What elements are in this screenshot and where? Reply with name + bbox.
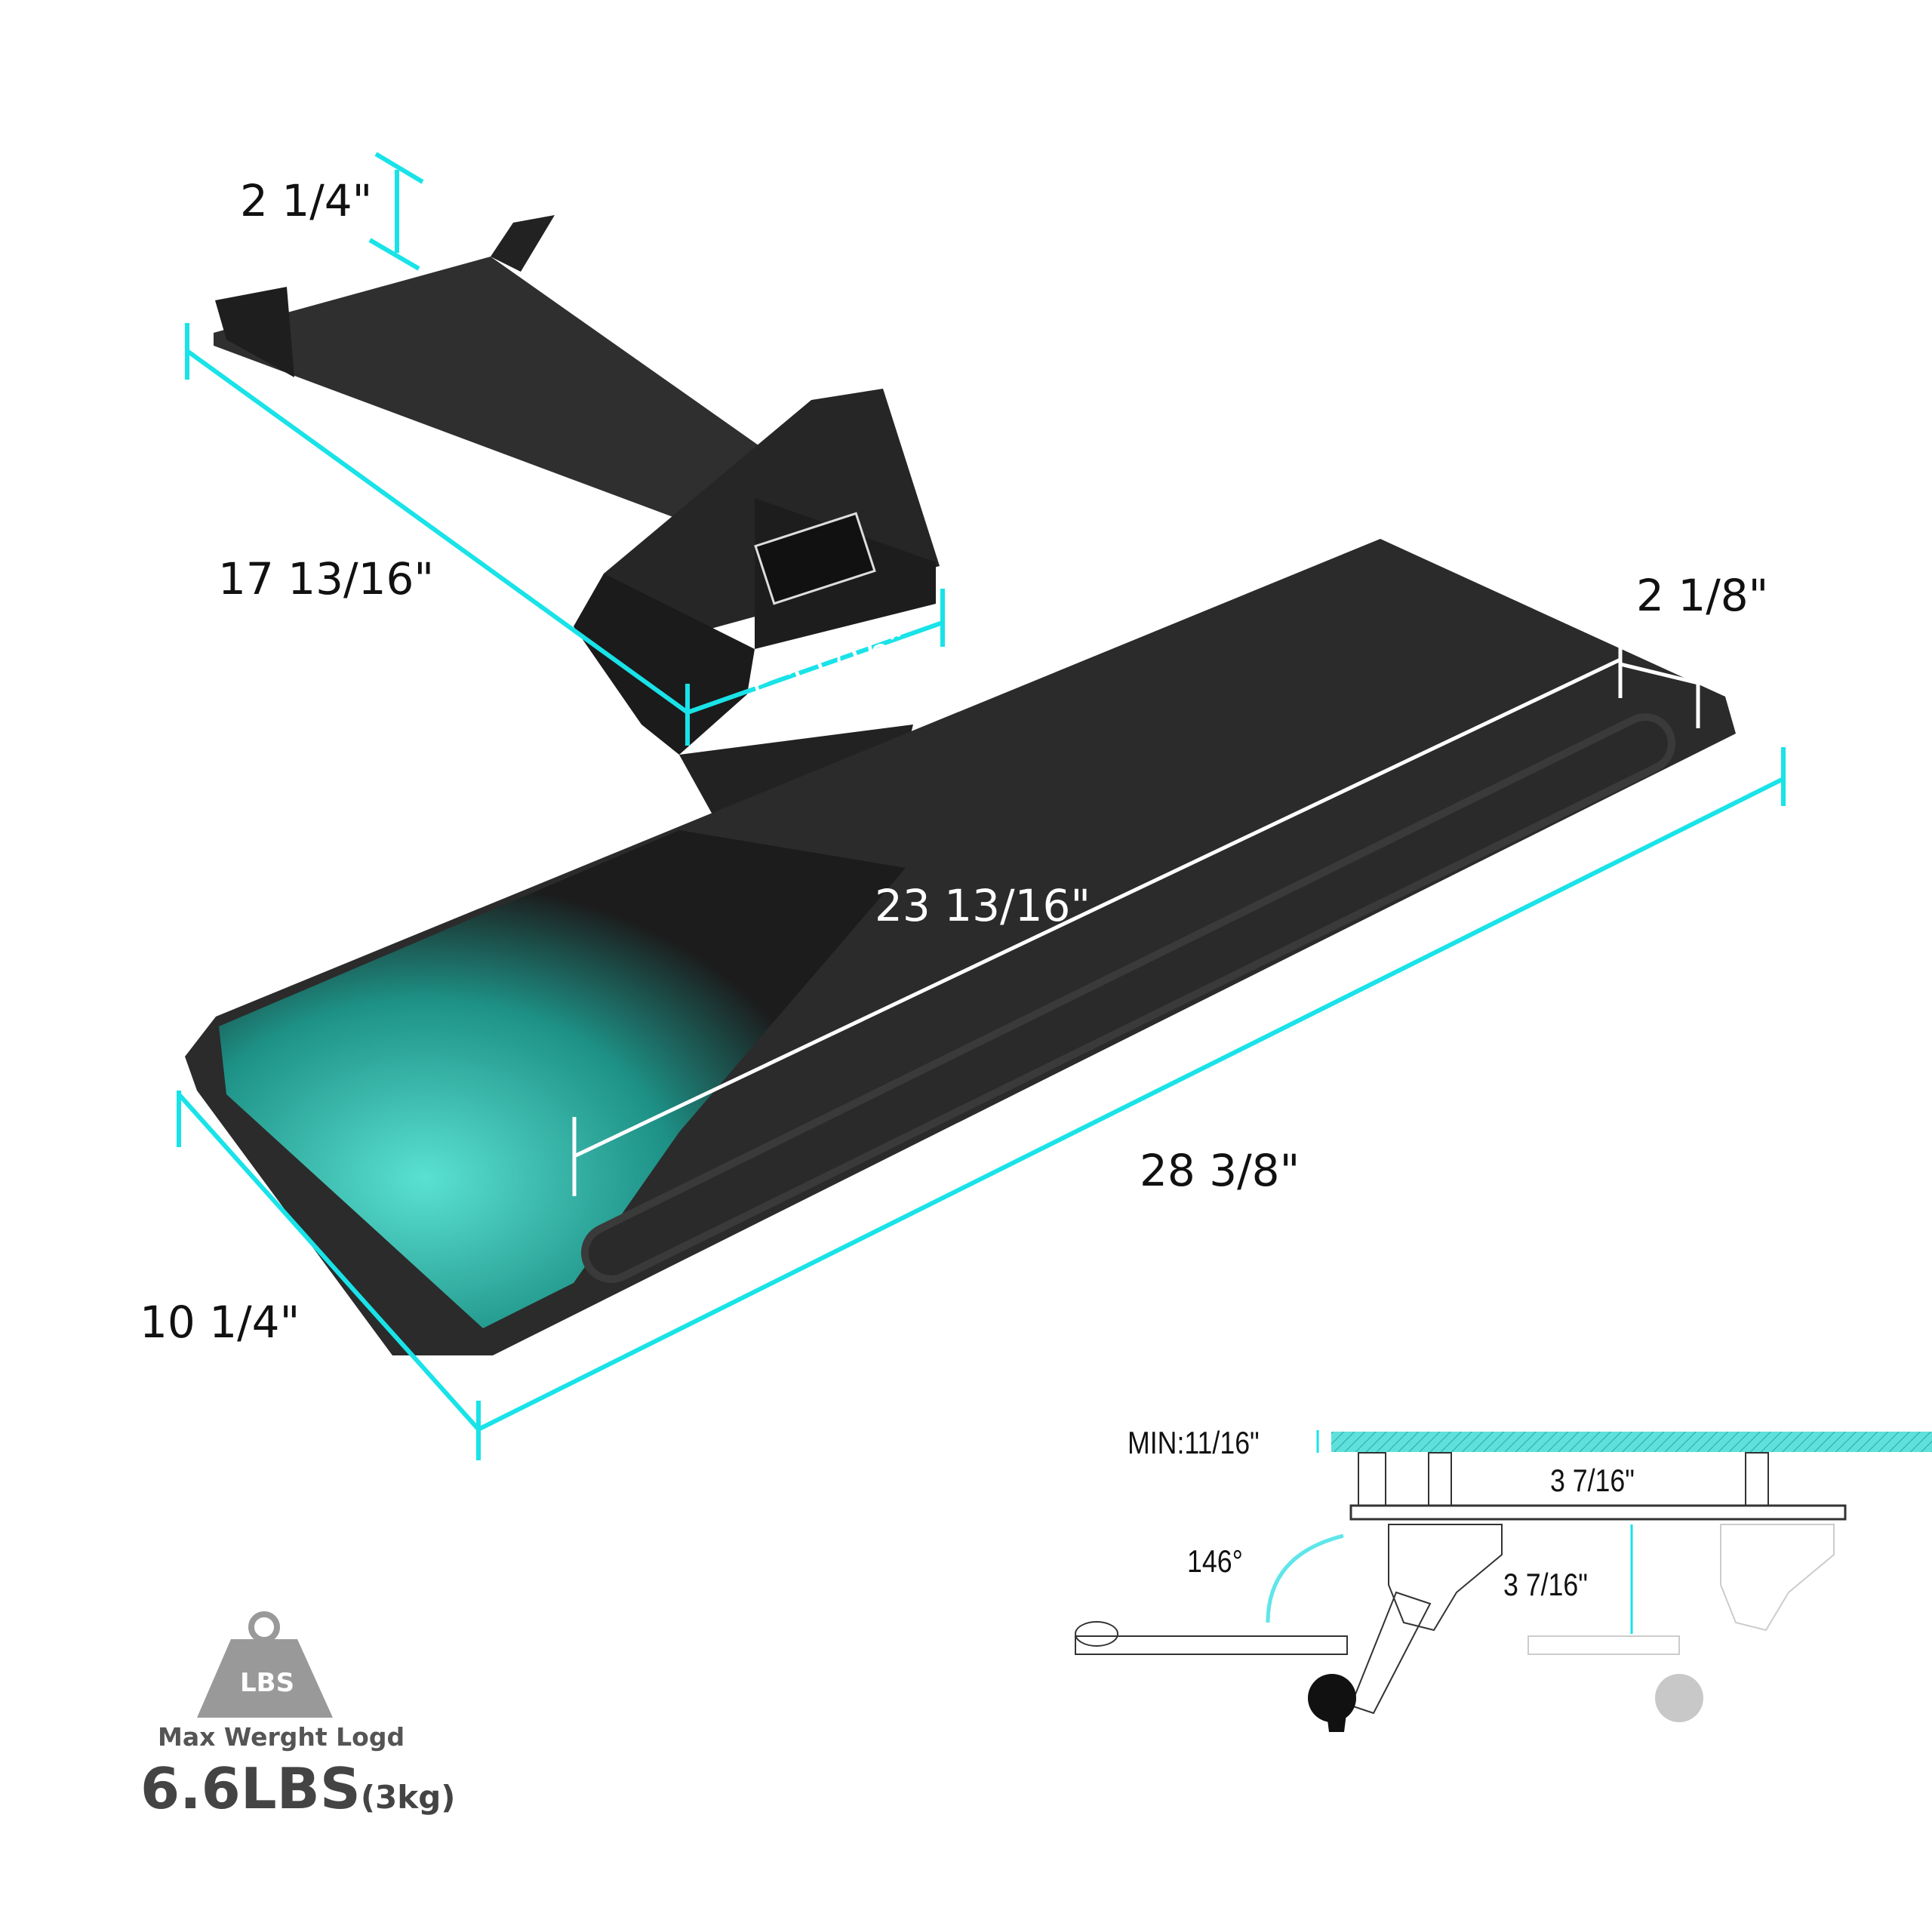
side-view-diagram — [1075, 1430, 1932, 1732]
mount-length-label: 17 13/16" — [218, 553, 435, 605]
teal-geometric-pattern — [219, 830, 906, 1328]
keyboard-area-length-label: 23 13/16" — [875, 880, 1091, 931]
grey-knob-icon — [1655, 1674, 1703, 1722]
mount-height-label: 2 1/4" — [240, 175, 373, 226]
weight-icon — [197, 1611, 333, 1718]
tilt-angle-label: 146° — [1187, 1543, 1243, 1579]
weight-lbs: 6.6LBS — [140, 1755, 361, 1822]
drop-height-label: 3 7/16" — [1503, 1567, 1588, 1602]
weight-kg: (3kg) — [360, 1779, 456, 1816]
eureka-logo — [754, 512, 876, 605]
keyboard-tray — [185, 539, 1736, 1355]
min-clearance-label: MIN:11/16" — [1128, 1425, 1260, 1460]
white-dimension-lines — [572, 634, 1700, 1196]
tray-depth-label: 10 1/4" — [140, 1297, 300, 1348]
under-desk-mount — [214, 215, 940, 823]
dimension-lines — [177, 152, 1786, 1460]
tray-length-label: 28 3/8" — [1140, 1145, 1300, 1196]
black-knob-icon — [1308, 1674, 1356, 1722]
wrist-rest-width-label: 2 1/8" — [1636, 570, 1769, 621]
weight-icon-label: LBS — [240, 1668, 295, 1698]
desk-surface — [1331, 1432, 1932, 1452]
track-height-label: 3 7/16" — [1550, 1463, 1635, 1498]
max-weight-caption: Max Werght Logd — [158, 1722, 405, 1752]
max-weight-value: 6.6LBS(3kg) — [140, 1755, 455, 1822]
